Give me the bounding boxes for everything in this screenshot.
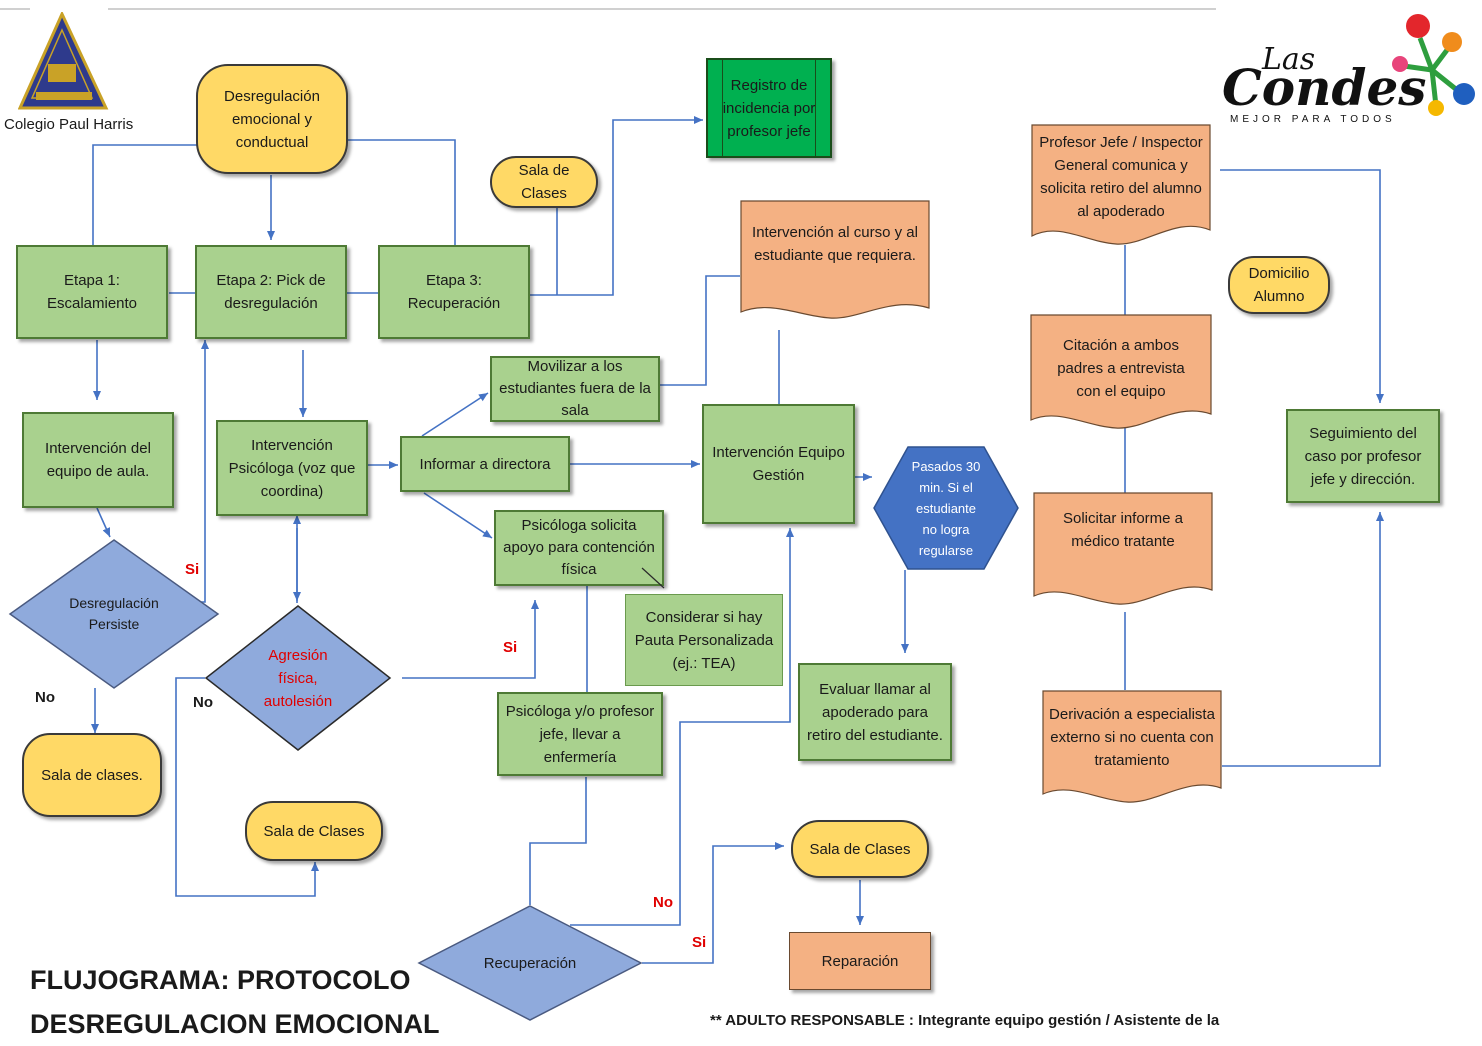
considerar-pauta-process: Considerar si hay Pauta Personalizada (e… bbox=[625, 594, 783, 686]
edge-start-etapa1 bbox=[92, 144, 197, 245]
etapa3-process: Etapa 3: Recuperación bbox=[378, 245, 530, 339]
connector-pauta bbox=[641, 567, 665, 589]
movilizar-process: Movilizar a los estudiantes fuera de la … bbox=[490, 356, 660, 422]
seguimiento-process: Seguimiento del caso por profesor jefe y… bbox=[1286, 409, 1440, 503]
title-line-2: DESREGULACION EMOCIONAL bbox=[30, 1009, 440, 1039]
header-rule-left bbox=[0, 8, 30, 10]
sala-clases-bottom-terminal: Sala de Clases bbox=[791, 820, 929, 878]
edge-agresion-no bbox=[175, 677, 319, 897]
derivacion-document: Derivación a especialista externo si no … bbox=[1042, 690, 1222, 808]
label-no-persiste: No bbox=[35, 689, 55, 706]
edge-etapa3-registro bbox=[530, 116, 703, 296]
flowchart-title: FLUJOGRAMA: PROTOCOLO DESREGULACION EMOC… bbox=[30, 958, 440, 1046]
desregulacion-persiste-decision: Desregulación Persiste bbox=[8, 538, 220, 690]
edge-recuperacion-no bbox=[570, 528, 794, 926]
header-rule bbox=[108, 8, 1216, 10]
intervencion-psicologa-process: Intervención Psicóloga (voz que coordina… bbox=[216, 420, 368, 516]
footnote: ** ADULTO RESPONSABLE : Integrante equip… bbox=[710, 1012, 1220, 1029]
edge-start-etapa3 bbox=[347, 139, 456, 245]
edge-derivacion-seguimiento bbox=[1222, 512, 1384, 767]
recuperacion-decision: Recuperación bbox=[417, 904, 643, 1022]
brand-main-text: Condes bbox=[1222, 58, 1427, 117]
etapa1-process: Etapa 1: Escalamiento bbox=[16, 245, 168, 339]
sala-clases-top-terminal: Sala de Clases bbox=[490, 156, 598, 208]
registro-process: Registro de incidencia por profesor jefe bbox=[706, 58, 832, 158]
title-line-1: FLUJOGRAMA: PROTOCOLO bbox=[30, 965, 411, 995]
psicologa-enfermeria-process: Psicóloga y/o profesor jefe, llevar a en… bbox=[497, 692, 663, 776]
reparacion-document: Reparación bbox=[789, 932, 931, 990]
profesor-jefe-document: Profesor Jefe / Inspector General comuni… bbox=[1031, 124, 1211, 254]
psicologa-solicita-process: Psicóloga solicita apoyo para contención… bbox=[494, 510, 664, 586]
label-si-recuperacion: Si bbox=[692, 934, 707, 951]
brand-tagline: MEJOR PARA TODOS bbox=[1230, 114, 1396, 125]
label-no-agresion: No bbox=[193, 694, 213, 711]
label-si-agresion: Si bbox=[503, 639, 518, 656]
label-no-recuperacion: No bbox=[653, 894, 673, 911]
edge-agresion-si bbox=[402, 600, 539, 679]
edge-recuperacion-si bbox=[642, 842, 784, 964]
citacion-document: Citación a ambos padres a entrevista con… bbox=[1030, 314, 1212, 434]
agresion-decision: Agresión física, autolesión bbox=[204, 604, 392, 752]
sala-clases-left-terminal: Sala de clases. bbox=[22, 733, 162, 817]
domicilio-terminal: Domicilio Alumno bbox=[1228, 256, 1330, 314]
school-crest bbox=[18, 12, 109, 110]
etapa2-process: Etapa 2: Pick de desregulación bbox=[195, 245, 347, 339]
brand-logo-icon bbox=[1392, 14, 1475, 116]
intervencion-aula-process: Intervención del equipo de aula. bbox=[22, 412, 174, 508]
brand-top-text: Las bbox=[1262, 42, 1316, 77]
edge-profesor-seguimiento bbox=[1220, 169, 1384, 403]
sala-clases-bottom-left-terminal: Sala de Clases bbox=[245, 801, 383, 861]
edge-informar-solicita bbox=[423, 492, 493, 539]
solicitar-informe-document: Solicitar informe a médico tratante bbox=[1033, 492, 1213, 610]
edge-informar-movilizar bbox=[421, 392, 489, 437]
pasados-30-hexagon: Pasados 30 min. Si el estudiante no logr… bbox=[872, 445, 1020, 571]
evaluar-llamar-process: Evaluar llamar al apoderado para retiro … bbox=[798, 663, 952, 761]
start-terminal: Desregulación emocional y conductual bbox=[196, 64, 348, 174]
edge-enfermeria-recuperacion bbox=[529, 777, 587, 905]
intervencion-equipo-process: Intervención Equipo Gestión bbox=[702, 404, 855, 524]
label-si-persiste: Si bbox=[185, 561, 200, 578]
informar-directora-process: Informar a directora bbox=[400, 436, 570, 492]
school-name: Colegio Paul Harris bbox=[4, 116, 134, 133]
intervencion-curso-document: Intervención al curso y al estudiante qu… bbox=[740, 200, 930, 332]
edge-movilizar-curso bbox=[660, 275, 740, 386]
edge-aula-persiste bbox=[96, 507, 111, 538]
